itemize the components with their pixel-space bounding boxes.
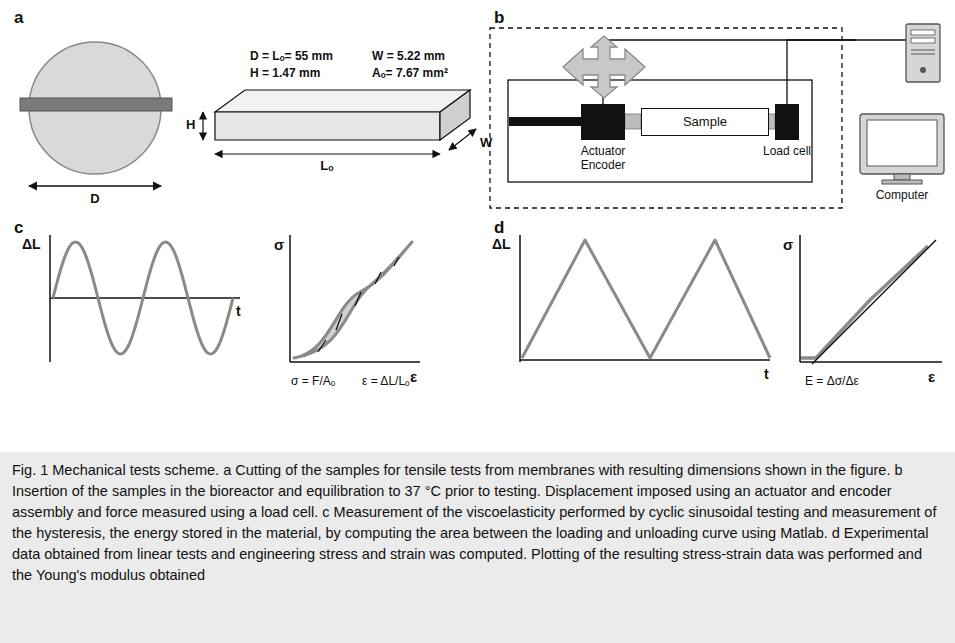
dimension-arrow [29,185,161,186]
actuator-rod [509,117,581,126]
box-label: Sample [642,109,768,135]
linear-fit [812,240,936,364]
load-cell: Load cell [775,104,799,140]
axis-label: ΔL [492,236,511,252]
axis-label: ΔL [22,236,41,252]
dimension-label: H [186,118,195,133]
axis-label: σ [783,236,793,253]
panel-letter: a [14,8,23,28]
signal-wire [787,40,856,104]
system-boundary [490,28,842,208]
computer: Computer [856,22,948,208]
axis [800,361,942,363]
component-label: Computer [856,188,948,202]
axis [520,359,770,361]
strip-side-face [440,90,470,140]
computer-icon [856,22,948,208]
dimension-text: W = 5.22 mm [372,50,445,64]
axis [50,297,240,299]
dimension-label: Lₒ [320,159,333,174]
axis [289,235,291,362]
dimension-arrow [202,112,203,140]
sine-signal [53,242,233,354]
panel-letter: b [494,8,504,28]
formula: E = Δσ/Δε [805,375,859,389]
axis [799,235,801,362]
bioreactor-chamber [508,80,812,182]
stress-strain-data [801,246,928,358]
sample-box: Sample [641,108,769,136]
dimension-label: W [480,136,492,151]
component-label: Load cell [757,144,817,158]
cut-strip [20,98,172,111]
axis-label: t [764,366,769,382]
dimension-text: H = 1.47 mm [250,67,320,81]
hysteresis-hatch [318,257,399,352]
panel-letter: d [494,218,504,238]
sample-grip [625,114,641,129]
signal-wire [603,40,856,104]
dimension-text: D = Lₒ= 55 mm [250,50,333,64]
panel-letter: c [14,218,23,238]
hysteresis-loop [294,242,412,358]
dimension-text: Aₒ= 7.67 mm² [372,67,448,81]
axis [290,361,420,363]
strip-top-face [215,90,470,112]
dimension-label: D [90,192,99,207]
dimension-arrow [215,153,440,154]
axis-label: t [236,303,241,319]
strip-front-face [215,112,440,140]
axis [519,235,521,362]
axis-label: ε [410,368,417,385]
dimension-arrow [449,129,476,150]
component-label: Actuator Encoder [567,144,639,173]
actuator-encoder: Actuator Encoder [581,104,625,140]
axis-label: σ [274,236,284,253]
triangle-signal [522,240,770,358]
formula: ε = ΔL/Lₒ [362,375,410,389]
cross-arrow [563,36,645,98]
formula: σ = F/Aₒ [291,375,335,389]
axis-label: ε [928,368,935,385]
figure-caption: Fig. 1 Mechanical tests scheme. a Cuttin… [12,460,940,586]
